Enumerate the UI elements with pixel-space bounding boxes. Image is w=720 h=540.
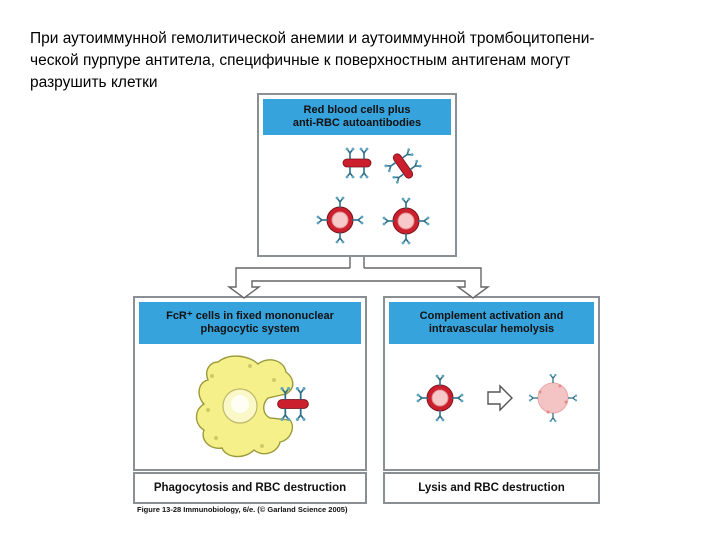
right-panel-title-line-1: Complement activation and — [419, 310, 564, 322]
lysed-rbc — [528, 373, 578, 423]
transition-arrow — [487, 384, 513, 412]
top-panel-title-line-1: Red blood cells plus — [303, 104, 411, 116]
phagocyte-cell — [195, 355, 294, 458]
top-panel: Red blood cells plus anti-RBC autoantibo… — [257, 93, 457, 257]
rbc-face-view-2 — [383, 198, 430, 245]
left-panel-title-line-2: phagocytic system — [200, 323, 300, 335]
figure-credit: Figure 13-28 Immunobiology, 6/e. (© Garl… — [137, 505, 348, 514]
rbc-side-view-1 — [343, 148, 371, 179]
heading-line-3: разрушить клетки — [30, 74, 158, 91]
top-panel-header: Red blood cells plus anti-RBC autoantibo… — [263, 99, 451, 135]
branch-arrows — [226, 257, 491, 299]
heading-line-1: При аутоиммунной гемолитической анемии и… — [30, 30, 595, 47]
right-caption: Lysis and RBC destruction — [418, 482, 565, 494]
left-caption: Phagocytosis and RBC destruction — [153, 482, 347, 494]
right-panel-title-line-2: intravascular hemolysis — [428, 323, 555, 335]
heading-line-2: ческой пурпуре антитела, специфичные к п… — [30, 52, 571, 69]
rbc-with-complement — [417, 375, 464, 422]
left-caption-box: Phagocytosis and RBC destruction — [133, 472, 367, 504]
right-caption-box: Lysis and RBC destruction — [383, 472, 600, 504]
left-panel-header: FcR⁺ cells in fixed mononuclear phagocyt… — [139, 302, 361, 344]
right-panel: Complement activation and intravascular … — [383, 296, 600, 471]
left-panel-title-line-1: FcR⁺ cells in fixed mononuclear — [166, 310, 334, 322]
slide-heading: При аутоиммунной гемолитической анемии и… — [30, 28, 700, 94]
right-panel-header: Complement activation and intravascular … — [389, 302, 594, 344]
top-panel-title-line-2: anti-RBC autoantibodies — [292, 117, 422, 129]
rbc-side-view-2 — [382, 146, 423, 187]
rbc-face-view-1 — [317, 197, 364, 244]
